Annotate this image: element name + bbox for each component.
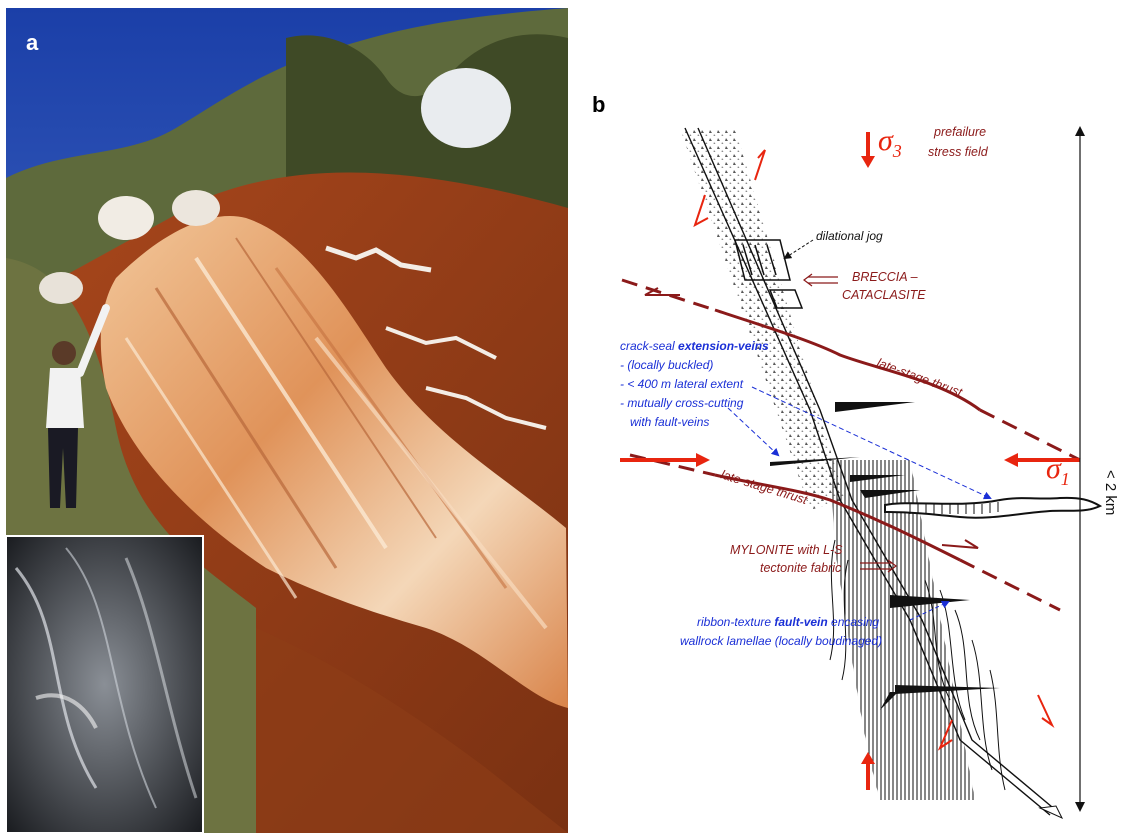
inset-photo — [6, 535, 204, 833]
person-figure — [46, 304, 110, 508]
thrust-shear-arrows — [644, 287, 979, 549]
sigma3-label: σ3 — [878, 124, 902, 161]
svg-text:- mutually cross-cutting: - mutually cross-cutting — [620, 396, 744, 410]
fault-zone-diagram: b — [592, 92, 1119, 820]
late-stage-thrust-upper-label: late-stage thrust — [875, 356, 965, 400]
late-stage-thrust-lower-label: late-stage thrust — [719, 467, 809, 507]
svg-text:crack-seal extension-veins: crack-seal extension-veins — [620, 339, 769, 353]
thrust-upper — [714, 308, 981, 412]
breccia-label-line1: BRECCIA – — [852, 270, 919, 284]
sigma1-left-arrow — [620, 453, 710, 467]
breccia-label-line2: CATACLASITE — [842, 288, 926, 302]
panel-b-letter: b — [592, 92, 605, 117]
sigma3-bottom-arrow — [861, 752, 875, 790]
crack-seal-label: crack-seal extension-veins - (locally bu… — [620, 339, 769, 429]
dilational-jog-label: dilational jog — [816, 229, 883, 243]
svg-text:ribbon-texture fault-vein enca: ribbon-texture fault-vein encasing — [697, 615, 879, 629]
mylonite-label-line2: tectonite fabric — [760, 561, 842, 575]
prefailure-label-line2: stress field — [928, 145, 989, 159]
svg-text:- (locally buckled): - (locally buckled) — [620, 358, 713, 372]
thrust-lower-dashed-right — [959, 558, 1061, 612]
sigma1-label: σ1 — [1046, 452, 1070, 489]
scale-bar — [1075, 126, 1085, 812]
sigma1-right-arrow — [1004, 453, 1080, 467]
thrust-lower — [714, 473, 961, 562]
fault-shear-arrows — [693, 149, 1055, 751]
svg-text:wallrock lamellae (locally bou: wallrock lamellae (locally boudinaged) — [680, 634, 882, 648]
panel-b-diagram: b — [580, 80, 1132, 833]
svg-text:- < 400 m lateral extent: - < 400 m lateral extent — [620, 377, 744, 391]
outcrop-photo: a — [6, 8, 568, 833]
panel-a-photograph: a — [6, 8, 568, 833]
panel-a-letter: a — [26, 30, 39, 55]
svg-text:with fault-veins: with fault-veins — [630, 415, 709, 429]
fault-vein-right — [697, 127, 1059, 813]
ribbon-texture-label: ribbon-texture fault-vein encasing wallr… — [680, 615, 882, 648]
scale-label: < 2 km — [1102, 470, 1119, 515]
thrust-upper-dashed-left — [621, 278, 716, 312]
buckled-extension-vein — [884, 496, 1103, 519]
dilational-jog — [734, 239, 804, 309]
sigma3-top-arrow — [861, 132, 875, 168]
extension-veins — [770, 402, 1000, 710]
breccia-zone — [680, 128, 845, 510]
mylonite-label-line1: MYLONITE with L-S — [730, 543, 843, 557]
thrust-upper-dashed-right — [979, 408, 1081, 462]
prefailure-label-line1: prefailure — [933, 125, 986, 139]
